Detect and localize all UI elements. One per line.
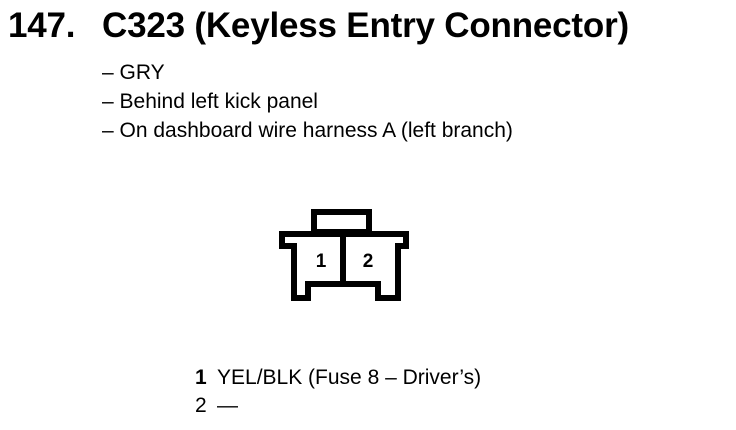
note-color: – GRY: [102, 61, 165, 84]
connector-pin-1-label: 1: [316, 251, 327, 272]
pin-wire: —: [217, 394, 238, 417]
pin-wire: YEL/BLK (Fuse 8 – Driver’s): [217, 366, 482, 389]
connector-title: C323 (Keyless Entry Connector): [102, 6, 629, 45]
pin-number: 2: [195, 394, 207, 417]
pin-row: 2—: [195, 392, 481, 420]
connector-lock-tab: [311, 209, 372, 235]
pin-row: 1 YEL/BLK (Fuse 8 – Driver’s): [195, 364, 481, 392]
page-title: 147. C323 (Keyless Entry Connector): [8, 4, 629, 48]
pin-number: 1: [195, 366, 207, 389]
section-number: 147.: [8, 6, 76, 45]
connector-housing: [279, 231, 409, 301]
connector-diagram: 1 2: [279, 209, 409, 301]
connector-pin-2-label: 2: [363, 251, 374, 272]
connector-notes: – GRY – Behind left kick panel – On dash…: [102, 58, 513, 145]
note-location: – Behind left kick panel: [102, 90, 318, 113]
note-harness: – On dashboard wire harness A (left bran…: [102, 119, 513, 142]
